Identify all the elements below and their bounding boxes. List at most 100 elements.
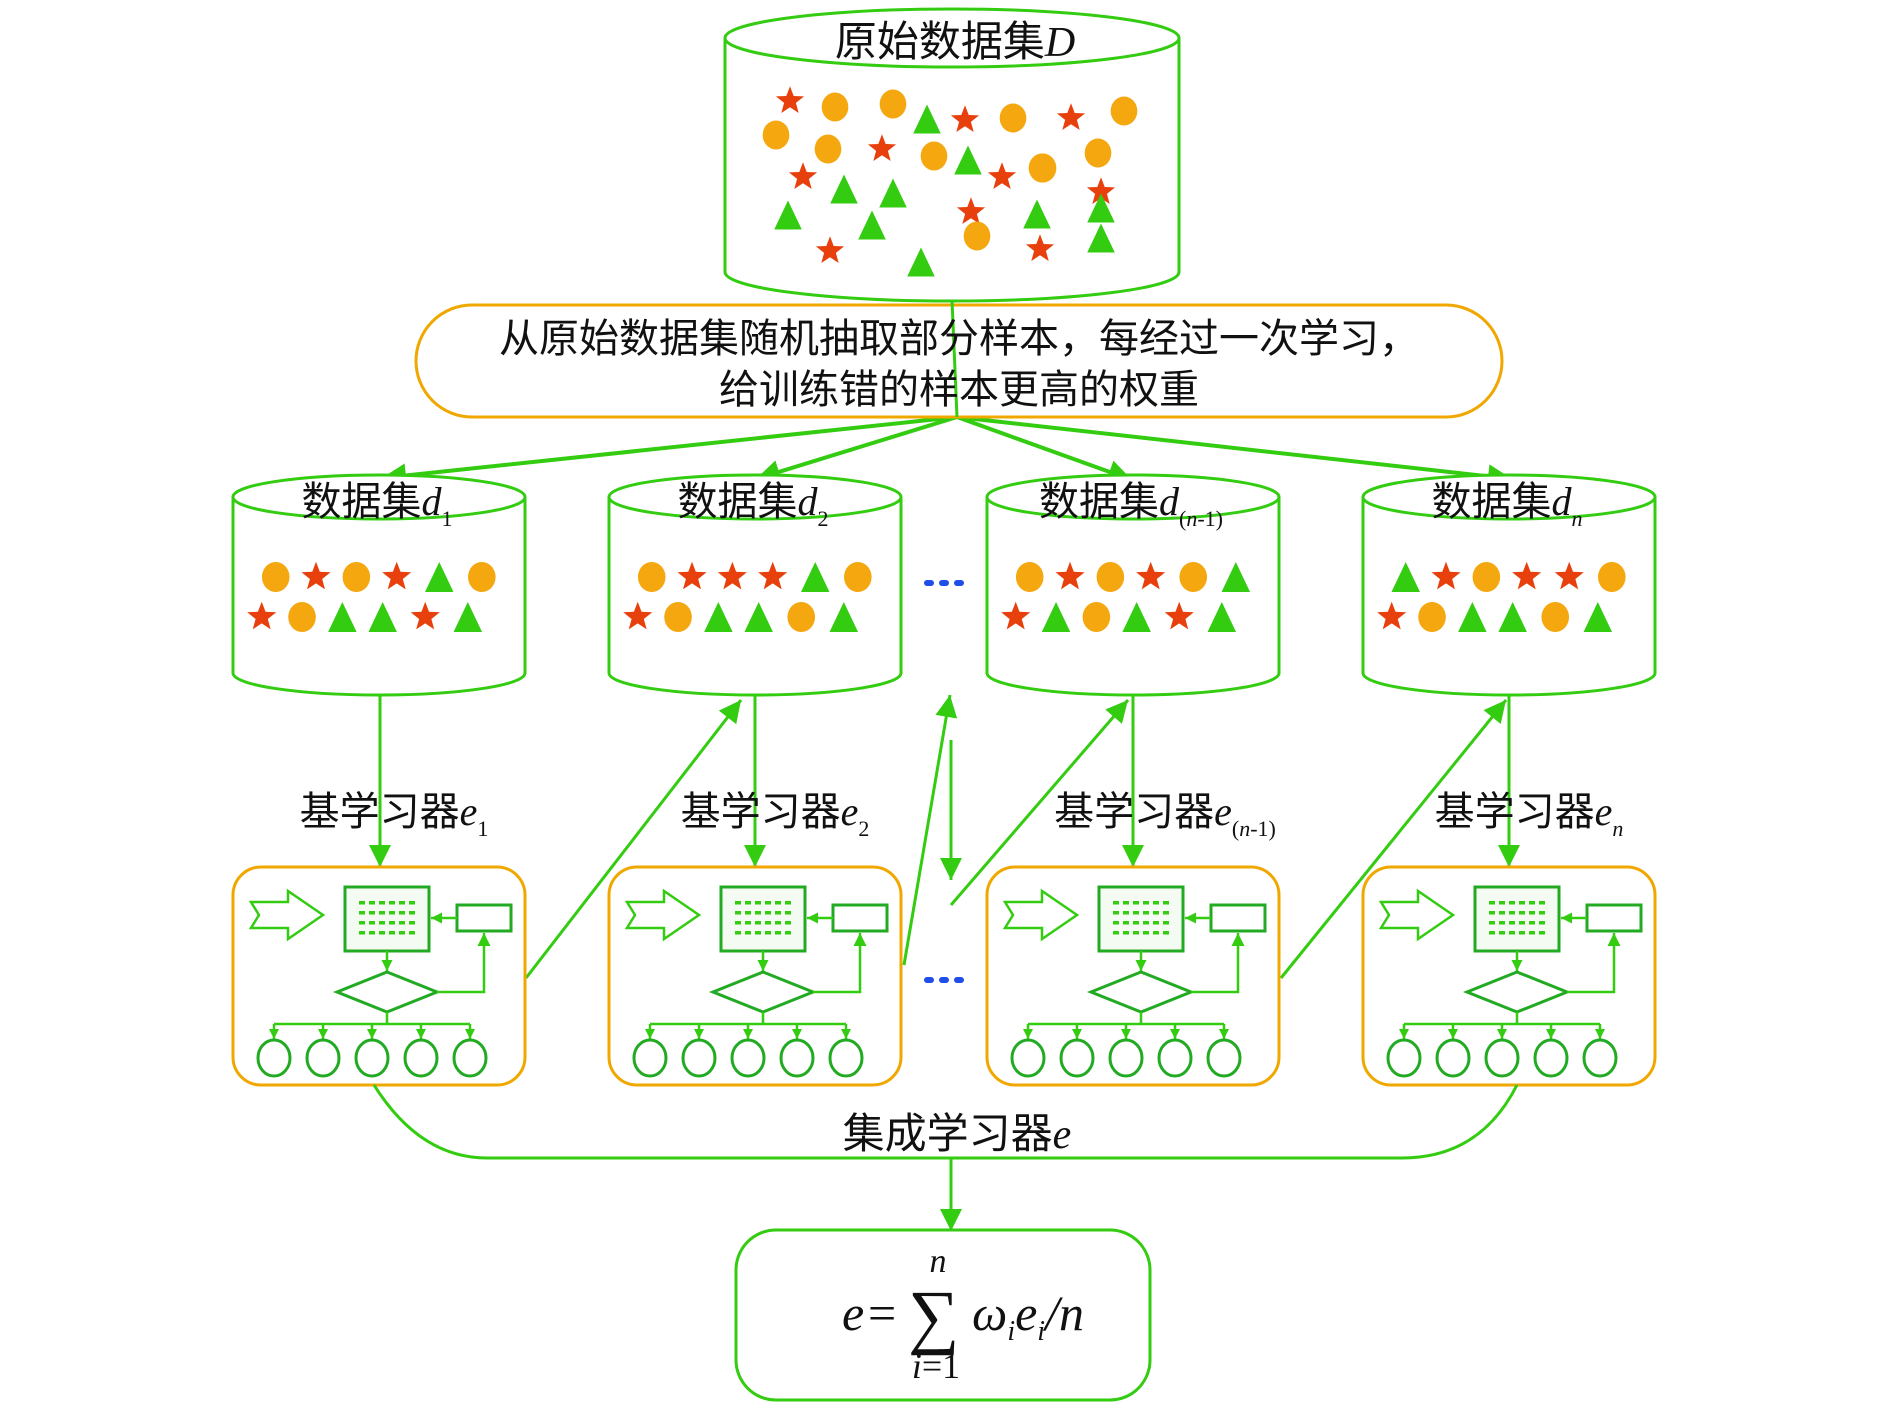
label-variable: d <box>798 479 819 524</box>
triangle-icon <box>1498 602 1527 632</box>
output-arrow <box>1399 1024 1409 1039</box>
arrowhead-icon <box>1122 845 1144 867</box>
learner-label: 基学习器en <box>1435 789 1624 841</box>
weight-sub: i <box>1007 1316 1015 1347</box>
grid-dot <box>1153 901 1159 905</box>
formula-lower-limit: i=1 <box>912 1346 960 1386</box>
grid-dot <box>409 901 415 905</box>
feedback-up-arrowhead <box>853 933 867 946</box>
feedback-arrow <box>1561 912 1587 924</box>
triangle-icon <box>453 602 483 632</box>
star-icon <box>1512 561 1542 590</box>
grid-dot <box>399 911 405 915</box>
output-arrow <box>1546 1024 1556 1039</box>
ensemble-label-variable: e <box>1053 1112 1072 1158</box>
subscript-char: - <box>1197 506 1204 531</box>
blue-dot <box>954 977 964 983</box>
grid-dot <box>735 911 741 915</box>
label-subscript: n <box>1612 816 1623 841</box>
feedback-box-icon <box>831 903 889 933</box>
star-icon <box>987 162 1017 189</box>
blue-dot <box>939 977 949 983</box>
source-dataset-cylinder: 原始数据集D <box>723 7 1181 303</box>
sampling-description-box: 从原始数据集随机抽取部分样本，每经过一次学习， 给训练错的样本更高的权重 <box>414 299 1504 419</box>
star-icon <box>382 561 412 590</box>
learner-input-arrow <box>369 694 391 867</box>
grid-dot <box>1143 921 1149 925</box>
divisor: /n <box>1042 1285 1084 1341</box>
feedback-arrow <box>1185 912 1211 924</box>
input-arrow-icon <box>1002 888 1080 942</box>
output-arrow <box>1448 1024 1458 1039</box>
weight: ω <box>972 1285 1007 1341</box>
arrow-shaft <box>949 699 1130 906</box>
triangle-icon <box>1458 602 1487 632</box>
blue-dot <box>924 977 934 983</box>
star-icon <box>410 601 440 630</box>
grid-dot <box>1143 911 1149 915</box>
grid-dot <box>735 921 741 925</box>
star-icon <box>1086 177 1116 204</box>
grid-dot <box>1489 901 1495 905</box>
grid-dot <box>785 911 791 915</box>
subscript-char: 2 <box>818 506 829 531</box>
grid-dot <box>745 911 751 915</box>
subset-cylinder-1: 数据集d1 <box>231 473 527 697</box>
grid-dot <box>1123 931 1129 935</box>
feedback-line <box>1191 933 1240 994</box>
ensemble-label-text: 集成学习器 <box>843 1109 1053 1158</box>
circle-icon <box>787 602 816 632</box>
output-arrow <box>1595 1024 1605 1039</box>
output-node-icon <box>452 1038 488 1078</box>
grid-dot <box>1113 911 1119 915</box>
grid-dot <box>745 901 751 905</box>
grid-dot <box>1509 931 1515 935</box>
subscript-char: 1 <box>1205 506 1216 531</box>
grid-dot <box>1123 901 1129 905</box>
flowchart-icon <box>624 885 889 1078</box>
grid-dot <box>379 921 385 925</box>
subscript-char: n <box>1572 506 1583 531</box>
grid-dot <box>1113 931 1119 935</box>
output-node-icon <box>1386 1038 1422 1078</box>
grid-dot <box>755 931 761 935</box>
arrowhead-icon <box>1135 960 1147 971</box>
circle-icon <box>920 141 948 171</box>
grid-dot <box>1153 911 1159 915</box>
grid-dot <box>1519 901 1525 905</box>
feedback-box-icon <box>1209 903 1267 933</box>
sampling-box-border <box>414 303 1504 419</box>
grid-dot <box>369 931 375 935</box>
fan-out-arrow-1 <box>381 415 958 488</box>
decision-diamond-icon <box>332 970 442 1014</box>
subscript-char: 1 <box>477 816 488 841</box>
output-node-icon <box>1435 1038 1471 1078</box>
learner-input-arrow <box>1122 694 1144 867</box>
grid-to-decision-arrow <box>1511 951 1523 971</box>
circle-icon <box>1179 562 1208 592</box>
arrowhead-icon <box>1511 960 1523 971</box>
label-subscript: 1 <box>477 816 488 841</box>
weight-update-arrow-1 <box>524 699 743 979</box>
label-text: 数据集 <box>678 479 798 525</box>
learner-box-border <box>231 865 527 1087</box>
star-icon <box>788 162 818 189</box>
circle-icon <box>1110 96 1138 126</box>
output-node-icon <box>1484 1038 1520 1078</box>
grid-dot <box>379 931 385 935</box>
star-icon <box>1164 601 1194 630</box>
feedback-arrow <box>807 912 833 924</box>
triangle-icon <box>1087 193 1115 223</box>
output-arrow <box>1121 1024 1131 1039</box>
input-arrow-icon <box>248 888 326 942</box>
label-variable: e <box>841 789 859 834</box>
grid-to-decision-arrow <box>381 951 393 971</box>
subscript-char: n <box>1186 506 1197 531</box>
output-node-icon <box>1010 1038 1046 1078</box>
base-learner-4: 基学习器en <box>1361 694 1657 1087</box>
triangle-icon <box>1023 199 1051 229</box>
label-variable: e <box>1214 789 1232 834</box>
output-arrow <box>645 1024 655 1039</box>
